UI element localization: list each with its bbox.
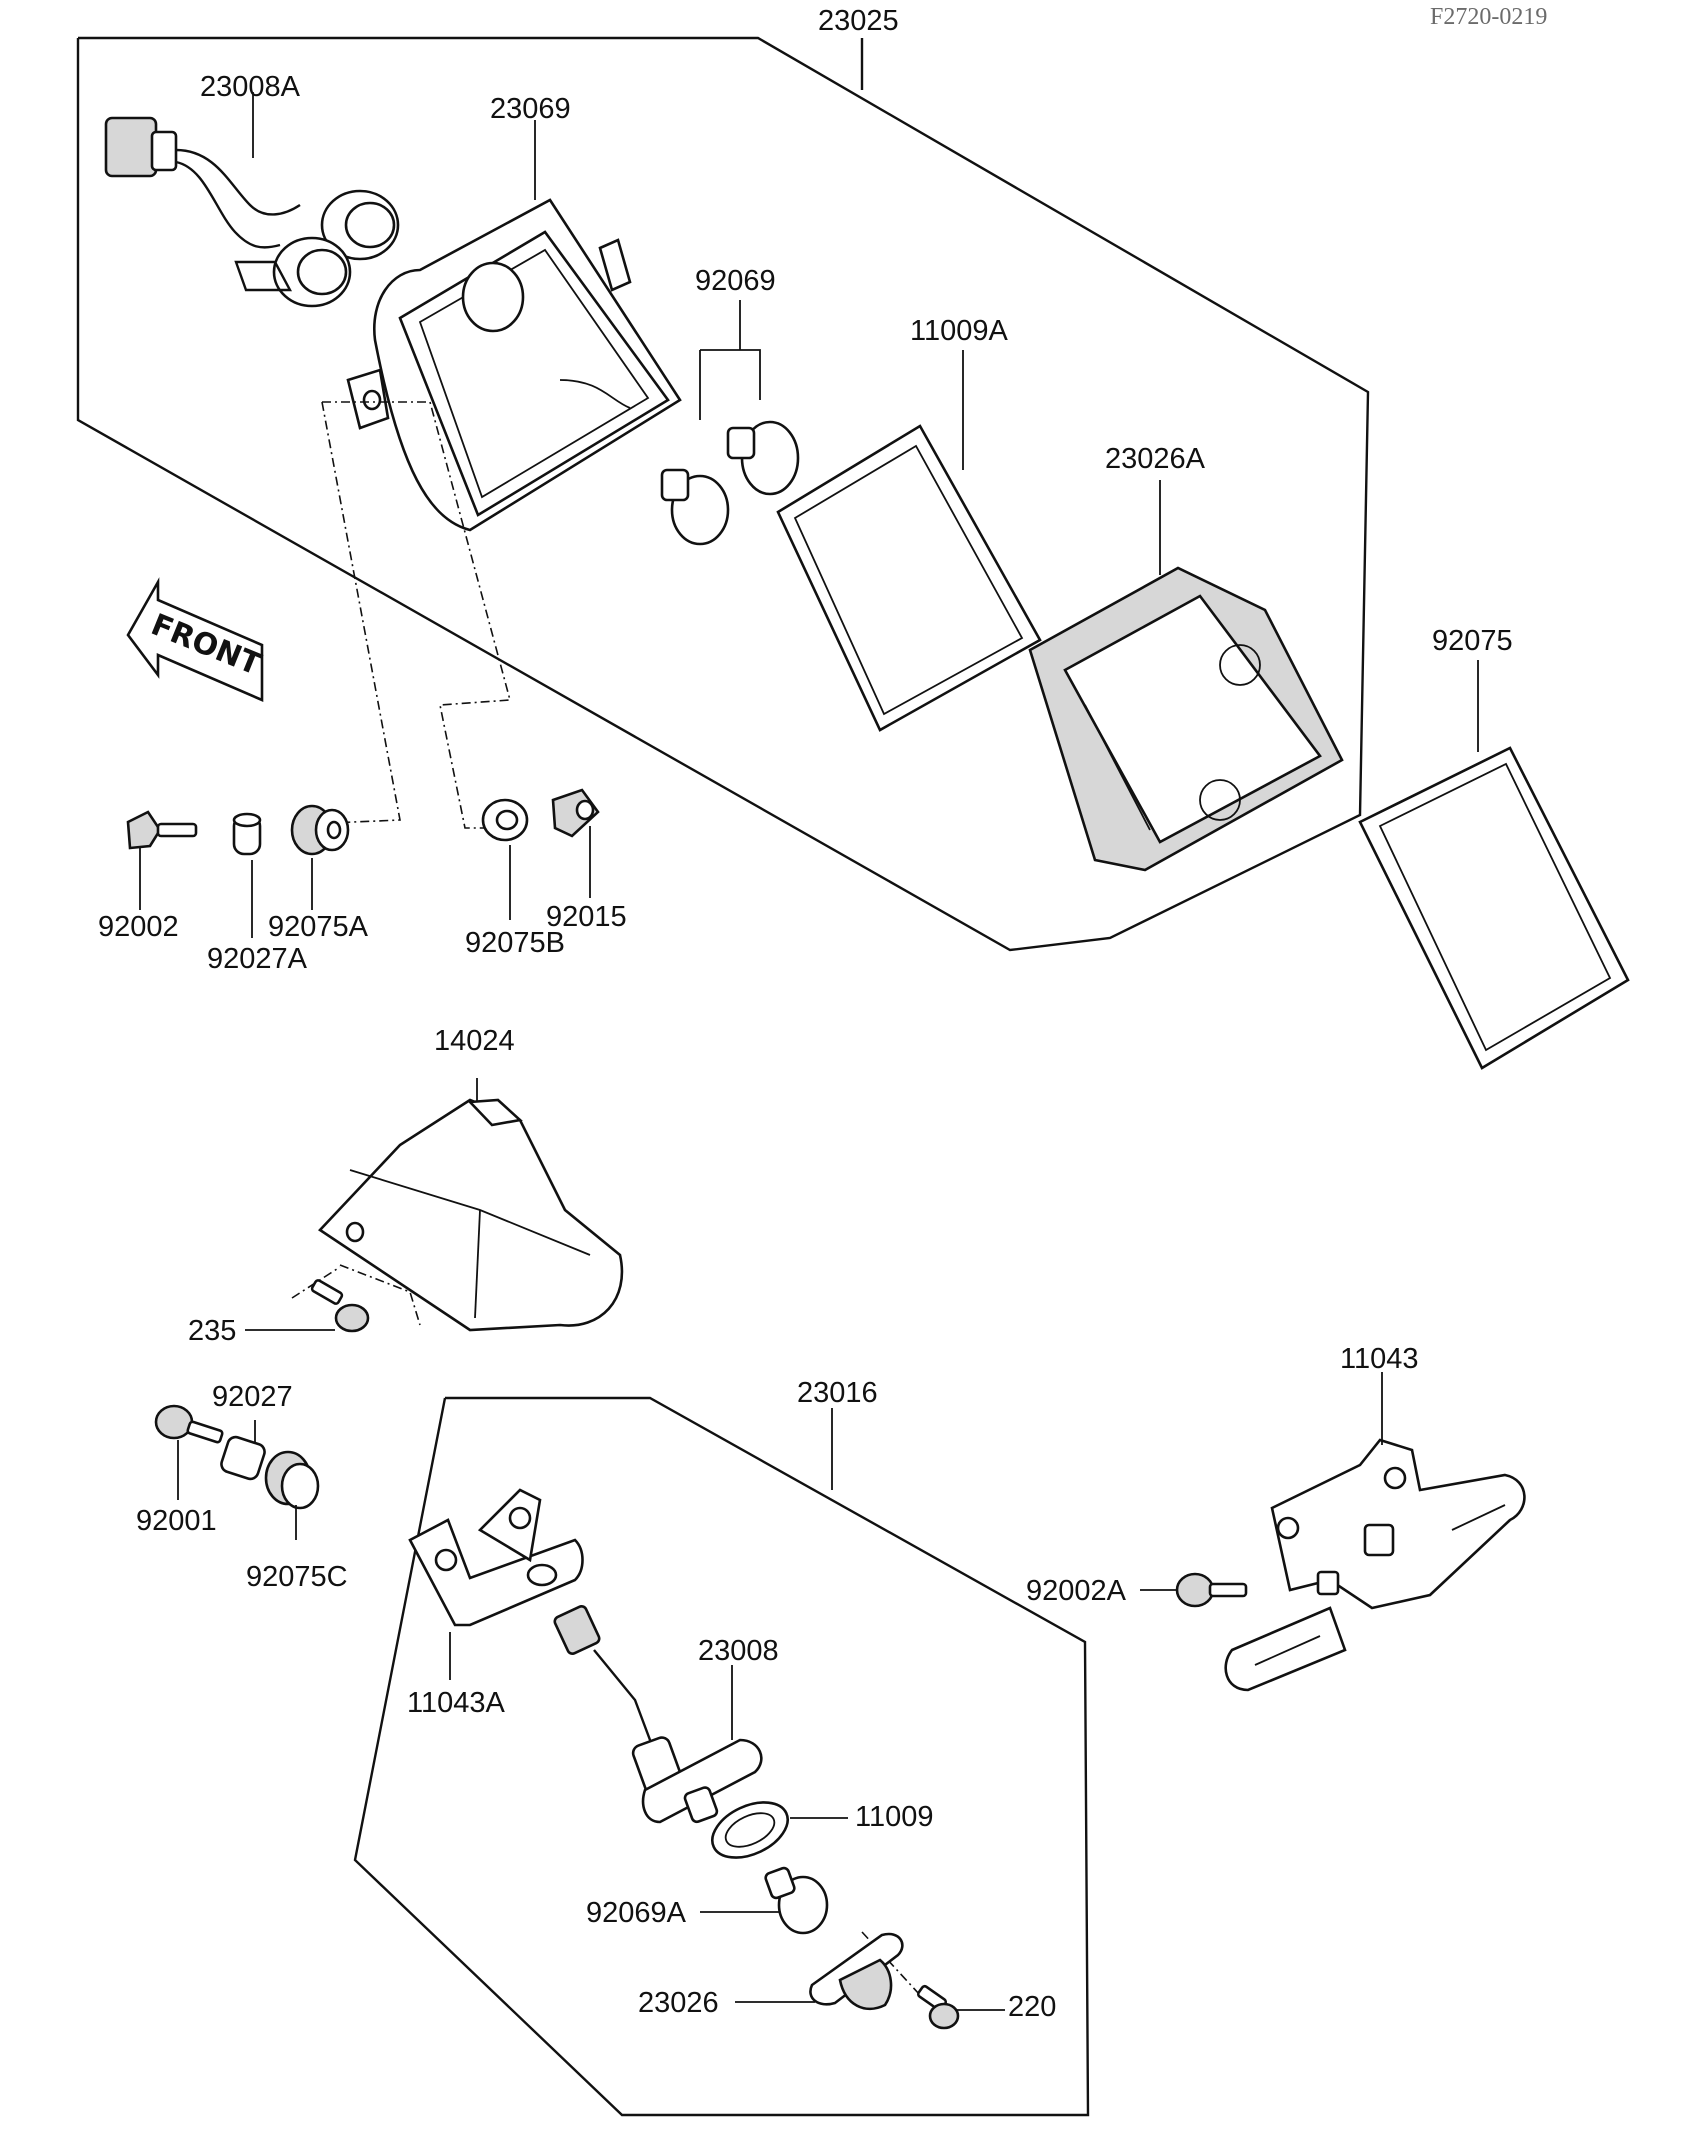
nut-92015	[551, 788, 600, 838]
collar-92027A	[232, 812, 262, 856]
leader-lines	[139, 92, 1479, 2011]
label-14024: 14024	[434, 1025, 515, 1057]
label-23025: 23025	[818, 5, 899, 37]
grommet-92075A	[290, 804, 350, 856]
label-11009: 11009	[855, 1801, 934, 1833]
label-92069A: 92069A	[586, 1897, 687, 1929]
bolt-92002	[126, 810, 198, 850]
label-92027: 92027	[212, 1381, 293, 1413]
lens-23026	[809, 1932, 904, 2011]
gasket-11009A	[776, 424, 1042, 732]
wire-harness-23008A	[104, 116, 400, 308]
bulb-pair-92069	[660, 349, 800, 546]
label-92002: 92002	[98, 911, 179, 943]
socket-23008	[553, 1605, 763, 1824]
bulb-92069A	[764, 1866, 829, 1935]
label-92069: 92069	[695, 265, 776, 297]
grommet-92075C	[264, 1450, 320, 1510]
label-92075: 92075	[1432, 625, 1513, 657]
label-92002A: 92002A	[1026, 1575, 1127, 1607]
label-92075C: 92075C	[246, 1561, 348, 1593]
label-235: 235	[188, 1315, 236, 1347]
bracket-11043A	[408, 1488, 584, 1627]
license-bracket-11043	[1224, 1438, 1526, 1692]
lens-23026A	[1028, 566, 1344, 872]
assembly-23025-boundary	[76, 36, 1370, 952]
label-23026A: 23026A	[1105, 443, 1206, 475]
drawing-code: F2720-0219	[1430, 4, 1547, 30]
label-92027A: 92027A	[207, 943, 308, 975]
screw-220	[916, 1984, 960, 2030]
screw-235	[310, 1279, 370, 1333]
assembly-23016-boundary	[353, 1396, 1090, 2117]
label-92075B: 92075B	[465, 927, 565, 959]
tail-light-cover-14024	[317, 1098, 624, 1332]
label-92075A: 92075A	[268, 911, 369, 943]
label-23026: 23026	[638, 1987, 719, 2019]
collar-92027	[220, 1435, 266, 1481]
label-23069: 23069	[490, 93, 571, 125]
label-23016: 23016	[797, 1377, 878, 1409]
label-220: 220	[1008, 1991, 1056, 2023]
label-23008: 23008	[698, 1635, 779, 1667]
label-92015: 92015	[546, 901, 627, 933]
lamp-housing-23069	[346, 198, 682, 532]
gasket-92075	[1358, 746, 1630, 1070]
label-11009A: 11009A	[910, 315, 1008, 347]
label-11043A: 11043A	[407, 1687, 505, 1719]
label-92001: 92001	[136, 1505, 217, 1537]
bolt-92002A	[1175, 1572, 1248, 1608]
front-direction-arrow: FRONT	[126, 577, 266, 702]
label-23008A: 23008A	[200, 71, 301, 103]
bolt-92001	[154, 1404, 224, 1444]
gasket-11009	[711, 1801, 789, 1859]
grommet-92075B	[481, 798, 529, 842]
label-11043: 11043	[1340, 1343, 1419, 1375]
